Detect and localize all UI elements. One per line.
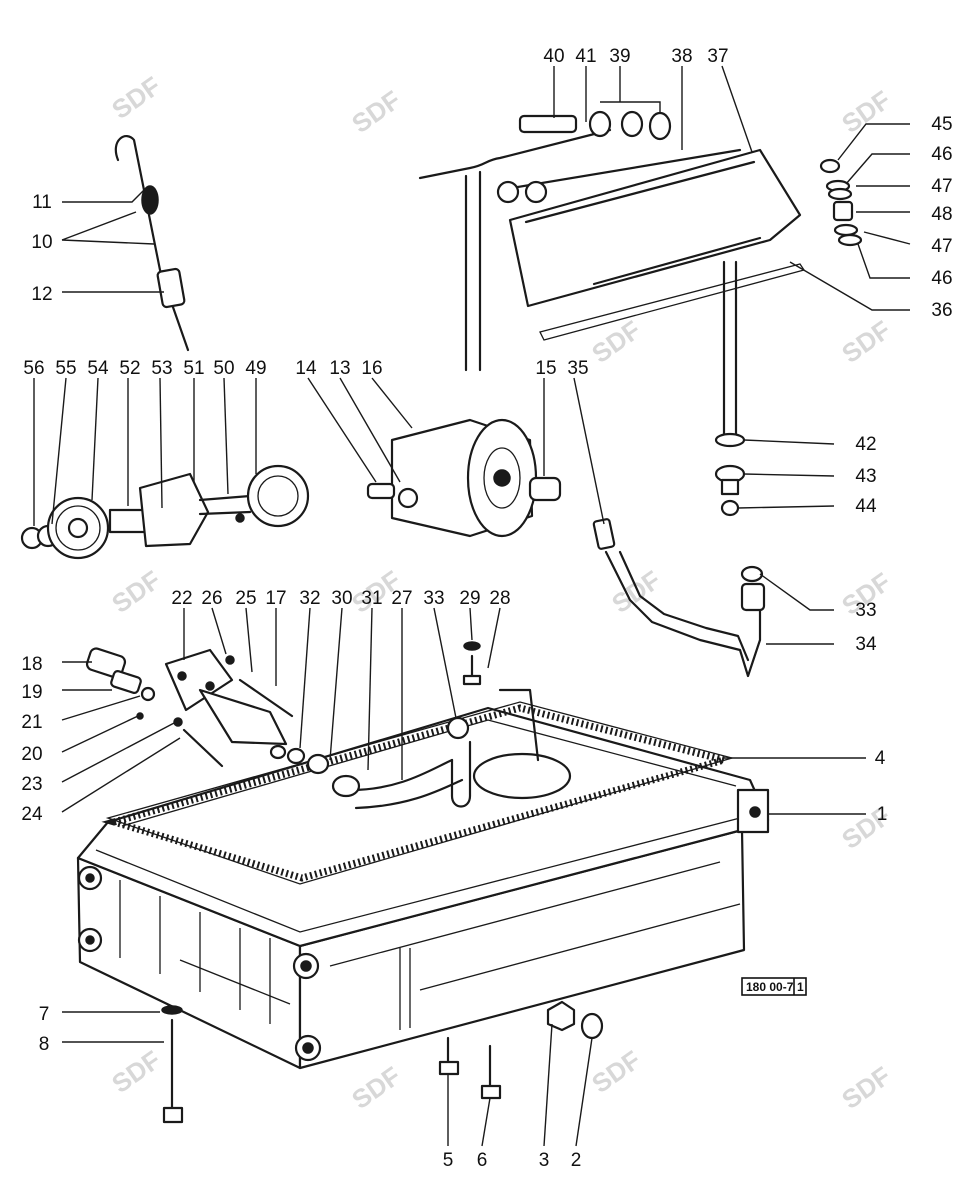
callout-10: 10 (31, 232, 52, 253)
callout-6: 6 (477, 1150, 488, 1171)
callout-47: 47 (931, 176, 952, 197)
callout-34: 34 (855, 634, 877, 655)
callout-38: 38 (671, 46, 692, 67)
callout-15: 15 (535, 358, 556, 379)
dipstick (114, 135, 190, 352)
bottom-fasteners (161, 1000, 604, 1124)
callout-47-repeat: 47 (931, 236, 952, 257)
callout-46: 46 (931, 144, 952, 165)
callout-17: 17 (265, 588, 286, 609)
callout-18: 18 (21, 654, 42, 675)
callout-25: 25 (235, 588, 256, 609)
watermark: SDF (106, 71, 166, 125)
watermark: SDF (836, 1061, 896, 1115)
watermark: SDF (836, 315, 896, 369)
callout-5: 5 (443, 1150, 454, 1171)
callout-12: 12 (31, 284, 52, 305)
callout-33: 33 (423, 588, 444, 609)
callout-22: 22 (171, 588, 192, 609)
callout-7: 7 (39, 1004, 50, 1025)
callout-19: 19 (21, 682, 42, 703)
callout-53: 53 (151, 358, 172, 379)
oil-filter (366, 418, 562, 538)
callout-27: 27 (391, 588, 412, 609)
callout-8: 8 (39, 1034, 50, 1055)
oil-pump-assembly (20, 464, 310, 560)
oil-line (592, 518, 766, 678)
callout-11: 11 (32, 192, 52, 213)
oil-pan (76, 706, 770, 1070)
leader-lines (33, 65, 911, 1147)
callout-32: 32 (299, 588, 320, 609)
bolt-28-29 (462, 641, 482, 686)
callout-54: 54 (87, 358, 109, 379)
callout-26: 26 (201, 588, 222, 609)
callout-44: 44 (855, 496, 877, 517)
callout-42: 42 (855, 434, 876, 455)
callout-24: 24 (21, 804, 43, 825)
callout-41: 41 (575, 46, 596, 67)
watermark: SDF (586, 1045, 646, 1099)
callout-3: 3 (539, 1150, 550, 1171)
reference-box: 180 00-7 1 (741, 977, 807, 996)
callout-23: 23 (21, 774, 42, 795)
callout-51: 51 (183, 358, 204, 379)
callout-29: 29 (459, 588, 480, 609)
callout-39: 39 (609, 46, 630, 67)
watermark: SDF (346, 1061, 406, 1115)
callout-28: 28 (489, 588, 510, 609)
callout-30: 30 (331, 588, 352, 609)
callout-50: 50 (213, 358, 234, 379)
callout-16: 16 (361, 358, 382, 379)
callout-1: 1 (877, 804, 888, 825)
callout-36: 36 (931, 300, 952, 321)
watermark: SDF (106, 565, 166, 619)
pump-cover-parts (85, 647, 294, 768)
watermark: SDF (586, 315, 646, 369)
return-pipe (714, 260, 746, 517)
reference-code: 180 00-7 (746, 980, 794, 994)
callout-43: 43 (855, 466, 876, 487)
callout-40: 40 (543, 46, 564, 67)
callout-49: 49 (245, 358, 266, 379)
callout-35: 35 (567, 358, 588, 379)
callout-14: 14 (295, 358, 317, 379)
reference-sheet: 1 (797, 980, 804, 994)
callout-37: 37 (707, 46, 728, 67)
watermark: SDF (346, 85, 406, 139)
callout-46-repeat: 46 (931, 268, 952, 289)
watermark: SDF (106, 1045, 166, 1099)
cooler-cover (418, 110, 806, 372)
callout-2: 2 (571, 1150, 582, 1171)
spacer-stack (819, 158, 863, 247)
callout-4: 4 (875, 748, 886, 769)
callout-55: 55 (55, 358, 76, 379)
watermark: SDF (836, 85, 896, 139)
callout-52: 52 (119, 358, 140, 379)
callout-45: 45 (931, 114, 952, 135)
callout-56: 56 (23, 358, 44, 379)
callout-21: 21 (21, 712, 42, 733)
callout-33-repeat: 33 (855, 600, 876, 621)
suction-pipe-assembly (269, 688, 572, 810)
callout-48: 48 (931, 204, 952, 225)
callout-20: 20 (21, 744, 42, 765)
callout-31: 31 (361, 588, 382, 609)
callout-13: 13 (329, 358, 350, 379)
